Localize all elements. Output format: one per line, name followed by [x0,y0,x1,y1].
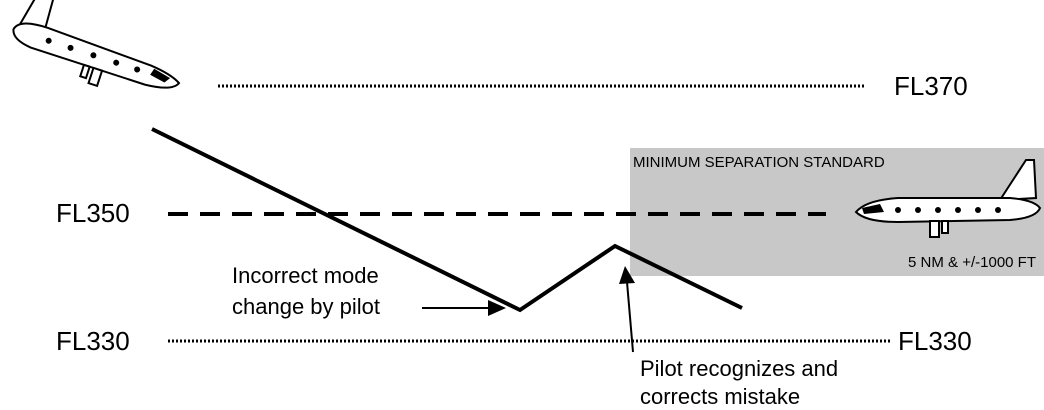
separation-zone-title: MINIMUM SEPARATION STANDARD [633,154,885,171]
mode-change-label-line2: change by pilot [232,294,380,319]
separation-zone-criteria: 5 NM & +/-1000 FT [908,254,1036,271]
recognize-arrow-line [626,281,634,353]
recognize-label-line2: corrects mistake [640,384,800,409]
fl370-label: FL370 [894,71,968,101]
mode-change-label-line1: Incorrect mode [232,263,379,288]
recognize-arrow-head [619,266,635,284]
flight-path [151,127,743,313]
mode-change-arrow-head [488,300,506,316]
recognize-label-line1: Pilot recognizes and [640,356,838,381]
fl330-left-label: FL330 [56,326,130,356]
airplane-descending-icon [12,0,181,89]
fl330-right-label: FL330 [898,326,972,356]
airplane-level-icon [854,159,1042,238]
fl350-label: FL350 [56,198,130,228]
